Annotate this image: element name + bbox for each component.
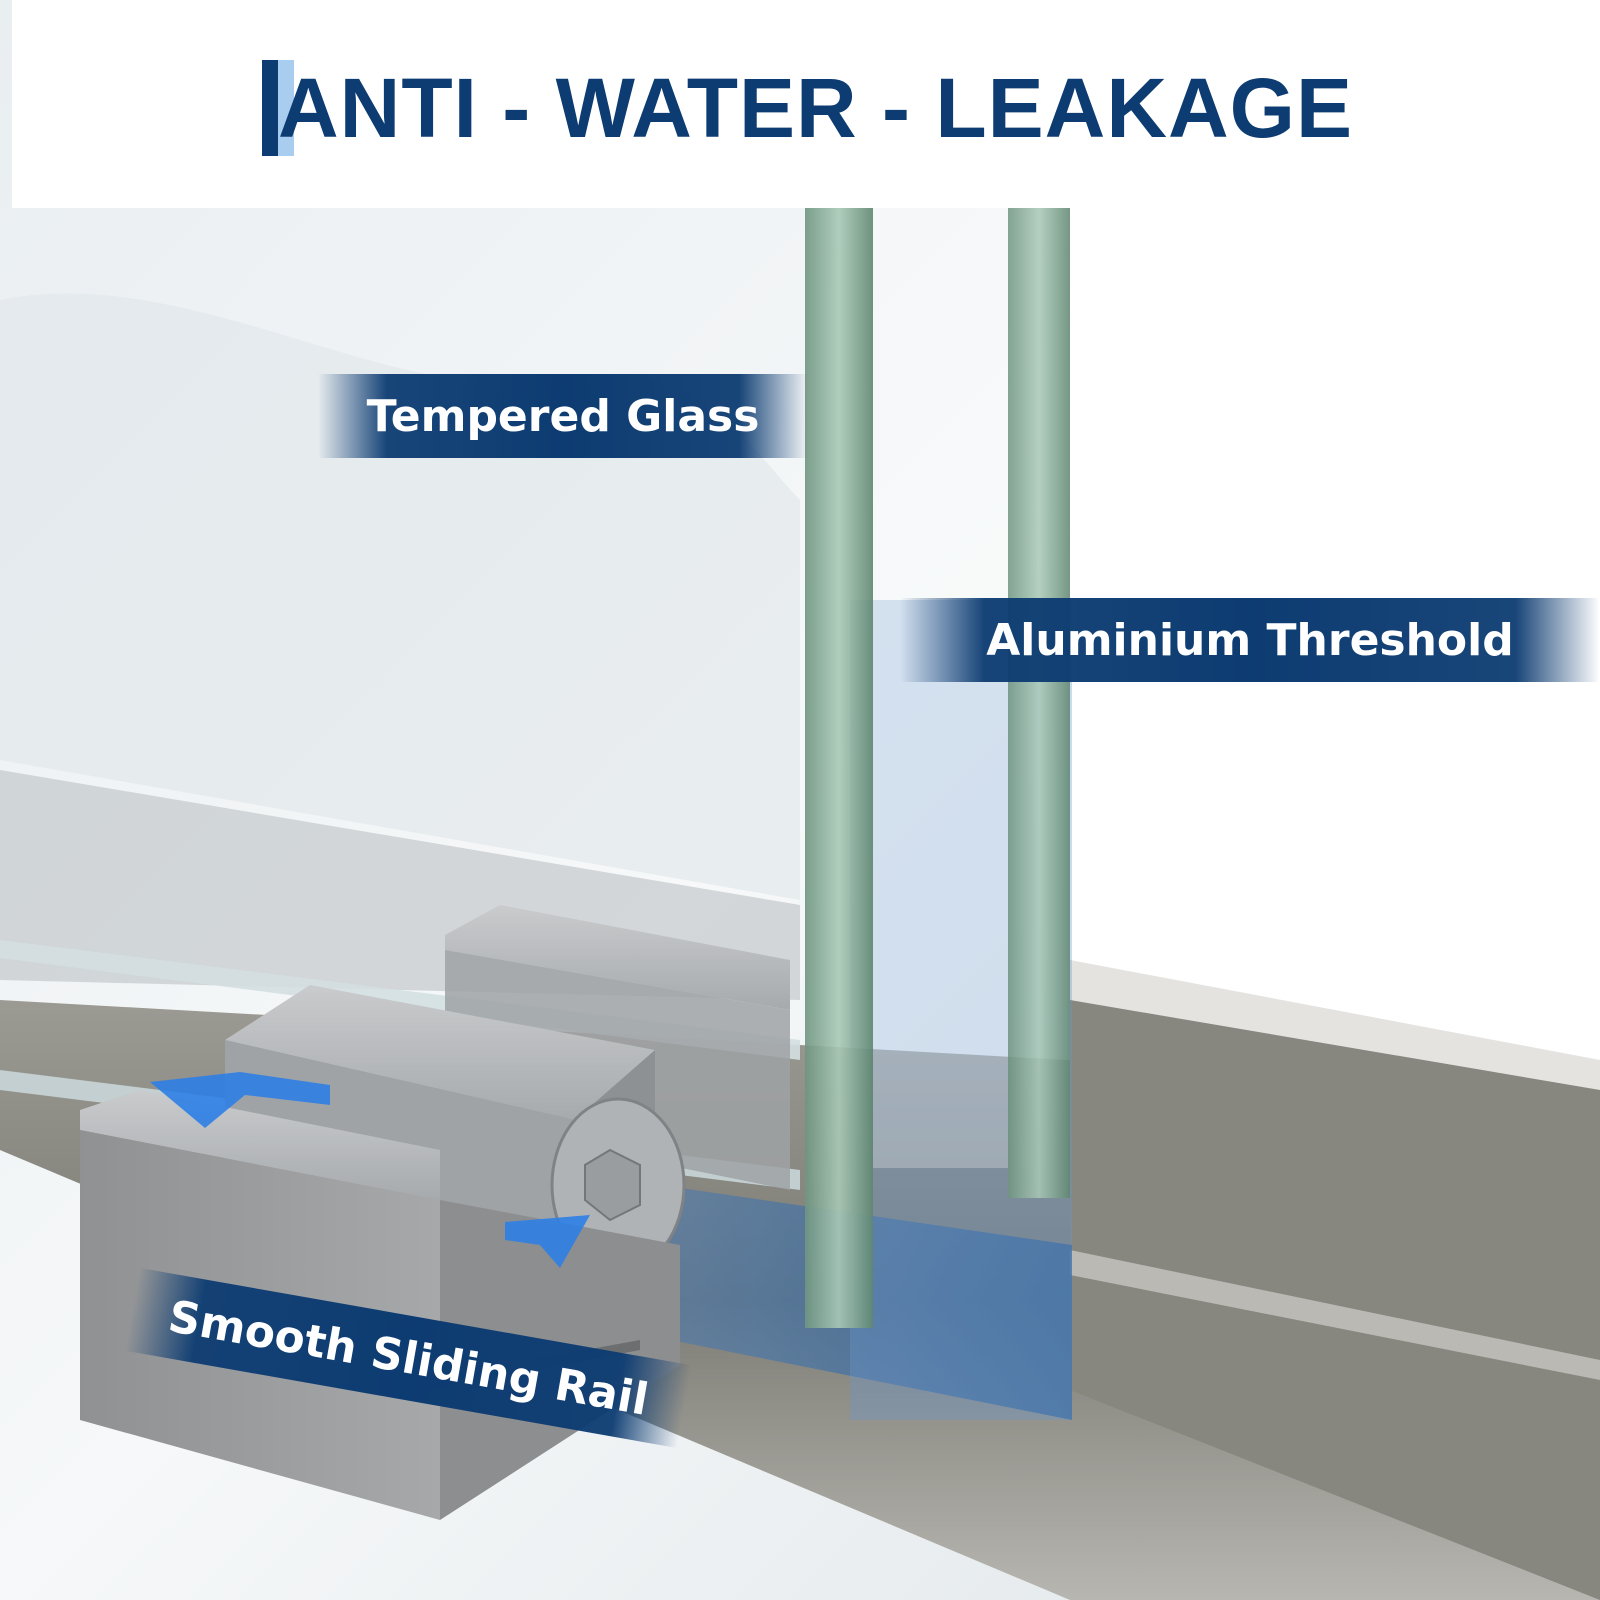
page-title: ANTI - WATER - LEAKAGE bbox=[278, 61, 1354, 155]
back-roller-top bbox=[445, 905, 790, 1010]
front-roller-top bbox=[225, 985, 655, 1120]
label-aluminium-threshold: Aluminium Threshold bbox=[900, 598, 1600, 682]
sliding-arrow-left-icon bbox=[150, 1072, 330, 1128]
tempered-glass-edge-back bbox=[1008, 208, 1070, 1198]
sliding-arrow-right-icon bbox=[505, 1215, 590, 1268]
label-tempered-glass: Tempered Glass bbox=[318, 374, 808, 458]
tempered-glass-edge-front bbox=[805, 208, 873, 1328]
end-cap-top bbox=[80, 1090, 440, 1200]
title-block: ANTI - WATER - LEAKAGE bbox=[262, 58, 1359, 158]
title-accent-bar-light bbox=[278, 60, 294, 156]
title-accent-bar bbox=[262, 60, 278, 156]
